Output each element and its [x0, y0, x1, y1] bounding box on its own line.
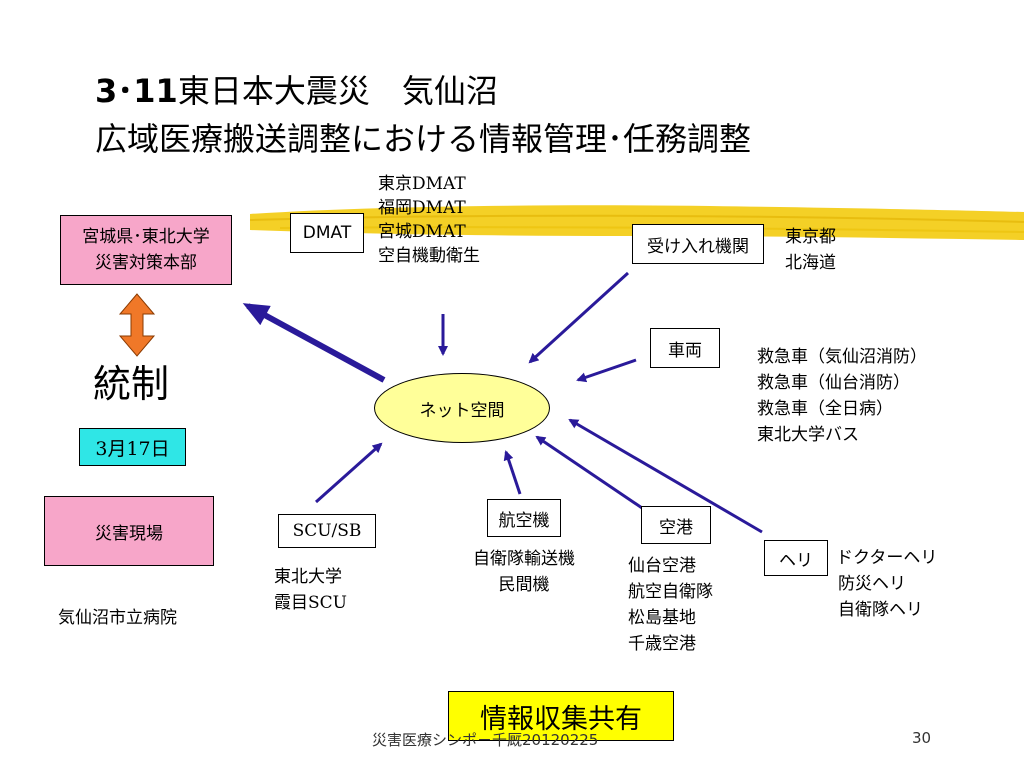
dmat-list: 東京DMAT 福岡DMAT 宮城DMAT 空自機動衛生	[378, 172, 480, 268]
heli-list: ドクターヘリ 防災ヘリ 自衛隊ヘリ	[836, 545, 937, 623]
arrow-from-scu	[315, 442, 383, 504]
receiving-item: 東京都	[785, 227, 836, 247]
heli-item: 防災ヘリ	[838, 574, 906, 594]
airport-item: 航空自衛隊	[628, 582, 713, 602]
dmat-item: 空自機動衛生	[378, 246, 480, 266]
footer-text: 災害医療シンポ－千厩20120225	[372, 731, 599, 749]
info-sharing-box: 情報収集共有	[448, 691, 674, 741]
scu-list: 東北大学 霞目SCU	[274, 564, 347, 616]
page-number: 30	[912, 729, 932, 747]
control-label: 統制	[93, 362, 170, 406]
vehicle-item: 東北大学バス	[757, 425, 859, 445]
vehicle-box: 車両	[650, 328, 720, 368]
date-badge: 3月17日	[79, 428, 186, 466]
airport-list: 仙台空港 航空自衛隊 松島基地 千歳空港	[628, 553, 713, 657]
vehicle-item: 救急車（全日病）	[757, 399, 893, 419]
aircraft-item: 自衛隊輸送機	[473, 549, 575, 569]
aircraft-box: 航空機	[487, 499, 561, 537]
receiving-item: 北海道	[785, 253, 836, 273]
heli-item: ドクターヘリ	[836, 548, 938, 568]
receiving-box: 受け入れ機関	[632, 224, 764, 264]
aircraft-item: 民間機	[498, 575, 550, 595]
arrow-from-vehicle	[576, 358, 637, 383]
dmat-item: 宮城DMAT	[378, 222, 466, 242]
heli-box: ヘリ	[764, 540, 828, 576]
scu-item: 霞目SCU	[274, 593, 347, 613]
hq-line-2: 災害対策本部	[95, 253, 197, 273]
airport-item: 松島基地	[628, 608, 696, 628]
hospital-label: 気仙沼市立病院	[58, 608, 177, 628]
arrow-from-heli	[568, 418, 763, 534]
disaster-site-box: 災害現場	[44, 496, 214, 566]
scu-box: SCU/SB	[278, 514, 376, 548]
dmat-item: 福岡DMAT	[378, 198, 466, 218]
hq-line-1: 宮城県･東北大学	[82, 227, 210, 247]
title-event: 東日本大震災 気仙沼	[177, 72, 498, 110]
title-line-2: 広域医療搬送調整における情報管理･任務調整	[95, 120, 752, 158]
scu-item: 東北大学	[274, 567, 342, 587]
airport-item: 千歳空港	[628, 634, 696, 654]
receiving-list: 東京都 北海道	[785, 224, 836, 276]
vehicle-item: 救急車（仙台消防）	[757, 373, 910, 393]
net-space-node: ネット空間	[374, 373, 550, 443]
updown-arrow	[118, 293, 156, 357]
title-line-1: 3･11東日本大震災 気仙沼	[95, 71, 498, 111]
hq-box: 宮城県･東北大学 災害対策本部	[60, 215, 232, 285]
aircraft-list: 自衛隊輸送機 民間機	[458, 546, 590, 598]
dmat-item: 東京DMAT	[378, 174, 466, 194]
heli-item: 自衛隊ヘリ	[838, 600, 923, 620]
airport-item: 仙台空港	[628, 556, 696, 576]
vehicle-item: 救急車（気仙沼消防）	[757, 347, 927, 367]
airport-box: 空港	[641, 506, 711, 544]
title-date: 3･11	[95, 72, 178, 110]
vehicle-list: 救急車（気仙沼消防） 救急車（仙台消防） 救急車（全日病） 東北大学バス	[757, 344, 927, 448]
arrow-from-receiving	[528, 271, 630, 364]
arrow-to-hq	[242, 303, 386, 383]
arrow-from-airport	[535, 435, 646, 512]
arrow-from-aircraft	[503, 450, 522, 495]
dmat-box: DMAT	[290, 213, 364, 253]
